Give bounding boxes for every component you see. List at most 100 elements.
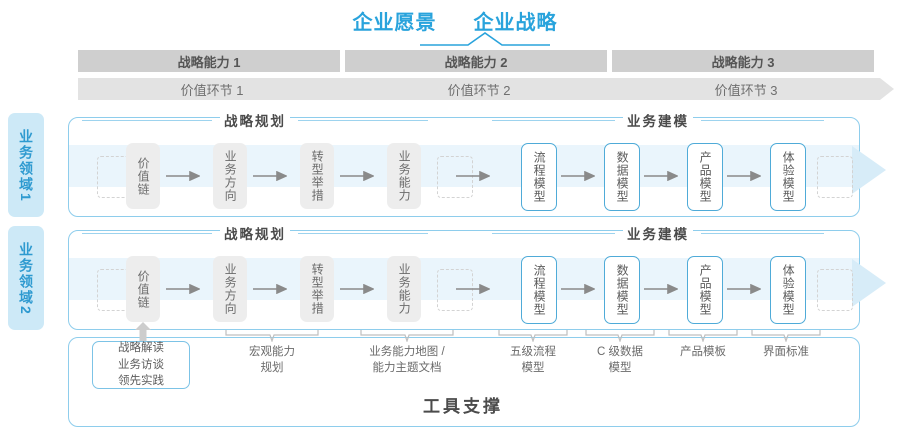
side-label-domain-2: 业务领域 2 <box>8 226 44 330</box>
node-value-chain-1-label: 价值链 <box>136 156 151 196</box>
node-transformation-measures-2[interactable]: 转型举措 <box>300 256 334 322</box>
dashed-placeholder-mid-2 <box>437 269 473 311</box>
node-business-direction-2[interactable]: 业务方向 <box>213 256 247 322</box>
tool-label-product-template: 产品模板 <box>680 346 726 358</box>
side-label-domain-1-number: 1 <box>18 193 34 201</box>
title-chevron-icon <box>420 32 550 46</box>
node-product-model-2[interactable]: 产品模型 <box>687 256 723 324</box>
value-bar-3-label: 价值环节 3 <box>714 82 778 98</box>
node-product-model-1[interactable]: 产品模型 <box>687 143 723 211</box>
flow-arrowhead-2 <box>852 259 886 307</box>
value-bar-2-label: 价值环节 2 <box>447 82 511 98</box>
node-data-model-1[interactable]: 数据模型 <box>604 143 640 211</box>
node-process-model-2[interactable]: 流程模型 <box>521 256 557 324</box>
arrow-icon-r1-e <box>561 171 595 181</box>
node-value-chain-1[interactable]: 价值链 <box>126 143 160 209</box>
node-data-model-2[interactable]: 数据模型 <box>604 256 640 324</box>
node-business-direction-1-label: 业务方向 <box>223 150 238 202</box>
arrow-icon-r2-e <box>561 284 595 294</box>
side-label-domain-1: 业务领域 1 <box>8 113 44 217</box>
tool-support-title: 工具支撑 <box>423 397 503 416</box>
node-business-direction-1[interactable]: 业务方向 <box>213 143 247 209</box>
side-label-domain-1-text: 业务领域 <box>18 129 35 194</box>
node-transformation-measures-1[interactable]: 转型举措 <box>300 143 334 209</box>
arrow-icon-r2-a <box>166 284 200 294</box>
tool-input-box[interactable]: 战略解读 业务访谈 领先实践 <box>92 341 190 389</box>
tool-label-ui-standard: 界面标准 <box>763 346 809 358</box>
node-value-chain-2[interactable]: 价值链 <box>126 256 160 322</box>
node-experience-model-1-label: 体验模型 <box>781 151 796 203</box>
arrow-icon-r2-d <box>456 284 490 294</box>
value-bar-2: 价值环节 2 <box>345 78 627 100</box>
tool-label-data-model: C 级数据 模型 <box>597 346 643 374</box>
dashed-placeholder-right-2 <box>817 269 853 311</box>
arrow-icon-r1-g <box>727 171 761 181</box>
bracket-macro-capability <box>225 330 319 342</box>
bracket-ui-standard <box>751 330 821 342</box>
node-experience-model-2-label: 体验模型 <box>781 264 796 316</box>
arrow-icon-r2-f <box>644 284 678 294</box>
node-value-chain-2-label: 价值链 <box>136 269 151 309</box>
node-process-model-1[interactable]: 流程模型 <box>521 143 557 211</box>
node-transformation-measures-2-label: 转型举措 <box>310 263 325 315</box>
node-product-model-2-label: 产品模型 <box>698 264 713 316</box>
section-header-modeling-2-label: 业务建模 <box>623 223 693 243</box>
node-process-model-1-label: 流程模型 <box>532 151 547 203</box>
value-bar-3: 价值环节 3 <box>612 78 894 100</box>
row-business-domain-2 <box>68 230 860 330</box>
flow-arrowhead-1 <box>852 146 886 194</box>
up-arrow-icon <box>135 322 151 342</box>
section-header-planning-2: 战略规划 <box>82 223 428 243</box>
capability-bar-3-label: 战略能力 3 <box>711 54 775 70</box>
tool-label-process-model: 五级流程 模型 <box>510 346 556 374</box>
side-label-domain-2-number: 2 <box>18 306 34 314</box>
node-business-direction-2-label: 业务方向 <box>223 263 238 315</box>
arrow-icon-r1-d <box>456 171 490 181</box>
section-header-planning-1-label: 战略规划 <box>220 110 290 130</box>
node-data-model-1-label: 数据模型 <box>615 151 630 203</box>
bracket-capability-map <box>360 330 454 342</box>
bracket-data-model <box>585 330 655 342</box>
section-header-planning-2-label: 战略规划 <box>220 223 290 243</box>
section-header-modeling-1-label: 业务建模 <box>623 110 693 130</box>
node-data-model-2-label: 数据模型 <box>615 264 630 316</box>
node-experience-model-1[interactable]: 体验模型 <box>770 143 806 211</box>
node-business-capability-1[interactable]: 业务能力 <box>387 143 421 209</box>
node-business-capability-2[interactable]: 业务能力 <box>387 256 421 322</box>
title-enterprise-strategy: 企业战略 <box>473 12 558 34</box>
node-business-capability-1-label: 业务能力 <box>397 150 412 202</box>
section-header-planning-1: 战略规划 <box>82 110 428 130</box>
page-title: 企业愿景 企业战略 <box>0 6 910 35</box>
dashed-placeholder-mid-1 <box>437 156 473 198</box>
dashed-placeholder-right-1 <box>817 156 853 198</box>
section-header-modeling-2: 业务建模 <box>492 223 824 243</box>
title-enterprise-vision: 企业愿景 <box>352 12 437 34</box>
tool-label-macro-capability: 宏观能力 规划 <box>249 346 295 374</box>
arrow-icon-r2-b <box>253 284 287 294</box>
tool-label-capability-map: 业务能力地图 / 能力主题文档 <box>369 346 445 374</box>
arrow-icon-r1-a <box>166 171 200 181</box>
value-bar-1-label: 价值环节 1 <box>180 82 244 98</box>
capability-bar-1: 战略能力 1 <box>78 50 340 72</box>
node-process-model-2-label: 流程模型 <box>532 264 547 316</box>
capability-bar-2-label: 战略能力 2 <box>444 54 508 70</box>
flow-band-2 <box>69 258 859 300</box>
flow-band-1 <box>69 145 859 187</box>
bracket-process-model <box>498 330 568 342</box>
node-experience-model-2[interactable]: 体验模型 <box>770 256 806 324</box>
capability-bar-3: 战略能力 3 <box>612 50 874 72</box>
arrow-icon-r1-c <box>340 171 374 181</box>
node-business-capability-2-label: 业务能力 <box>397 263 412 315</box>
value-bar-1: 价值环节 1 <box>78 78 360 100</box>
capability-bar-1-label: 战略能力 1 <box>177 54 241 70</box>
section-header-modeling-1: 业务建模 <box>492 110 824 130</box>
tool-support-container <box>68 337 860 427</box>
row-business-domain-1 <box>68 117 860 217</box>
side-label-domain-2-text: 业务领域 <box>18 242 35 307</box>
node-product-model-1-label: 产品模型 <box>698 151 713 203</box>
arrow-icon-r1-f <box>644 171 678 181</box>
arrow-icon-r2-g <box>727 284 761 294</box>
arrow-icon-r1-b <box>253 171 287 181</box>
node-transformation-measures-1-label: 转型举措 <box>310 150 325 202</box>
